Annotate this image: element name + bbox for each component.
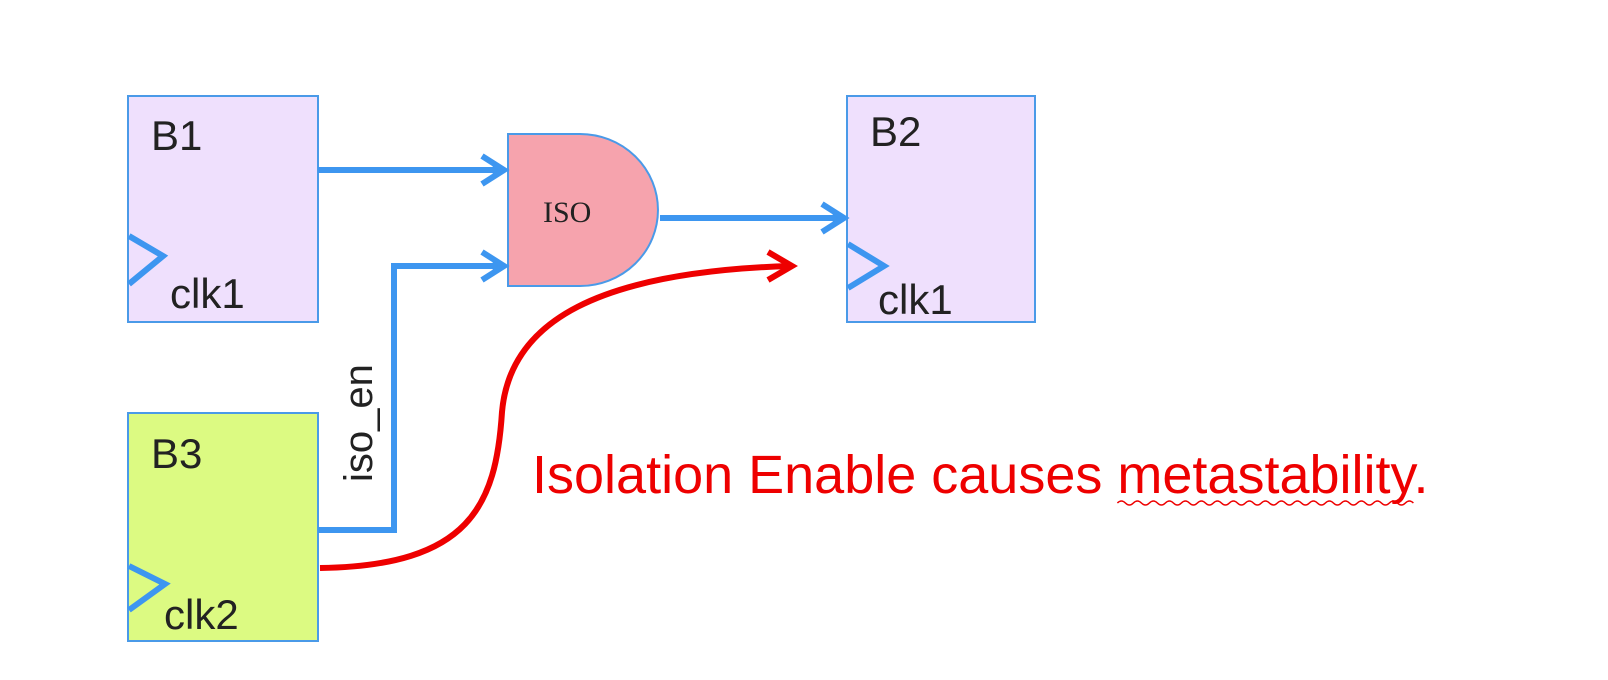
block-b3-name: B3 bbox=[151, 430, 202, 477]
arrowhead-iso-b2 bbox=[820, 201, 850, 235]
block-b2-clock-label: clk1 bbox=[878, 276, 953, 323]
block-b1[interactable]: B1 clk1 bbox=[127, 95, 319, 323]
block-b3[interactable]: B3 clk2 bbox=[127, 412, 319, 642]
iso-gate-label: ISO bbox=[543, 196, 591, 229]
caption-prefix: Isolation Enable causes bbox=[532, 445, 1117, 505]
block-b1-name: B1 bbox=[151, 112, 202, 159]
block-b2[interactable]: B2 clk1 bbox=[846, 95, 1036, 323]
iso-gate[interactable]: ISO bbox=[507, 133, 659, 287]
block-b2-body bbox=[846, 95, 1036, 323]
block-b2-name: B2 bbox=[870, 108, 921, 155]
block-b3-clock-pin bbox=[127, 563, 171, 613]
block-b1-body bbox=[127, 95, 319, 323]
block-b3-body bbox=[127, 412, 319, 642]
arrowhead-iso-en bbox=[480, 249, 510, 283]
arrowhead-b1-iso bbox=[480, 153, 510, 187]
iso-en-label: iso_en bbox=[337, 364, 381, 482]
metastability-arrowhead bbox=[766, 249, 798, 283]
caption-suffix: . bbox=[1414, 445, 1429, 505]
block-b1-clock-pin bbox=[127, 233, 169, 287]
caption-underline bbox=[1116, 500, 1414, 506]
caption: Isolation Enable causes metastability. bbox=[532, 445, 1429, 505]
wire-iso-en bbox=[318, 266, 500, 533]
iso-gate-body bbox=[507, 133, 659, 287]
block-b2-clock-pin bbox=[846, 241, 890, 291]
metastability-curve bbox=[319, 263, 791, 571]
block-b3-clock-label: clk2 bbox=[164, 591, 239, 638]
block-b1-clock-label: clk1 bbox=[170, 270, 245, 317]
caption-underlined-word: metastability bbox=[1117, 445, 1417, 505]
